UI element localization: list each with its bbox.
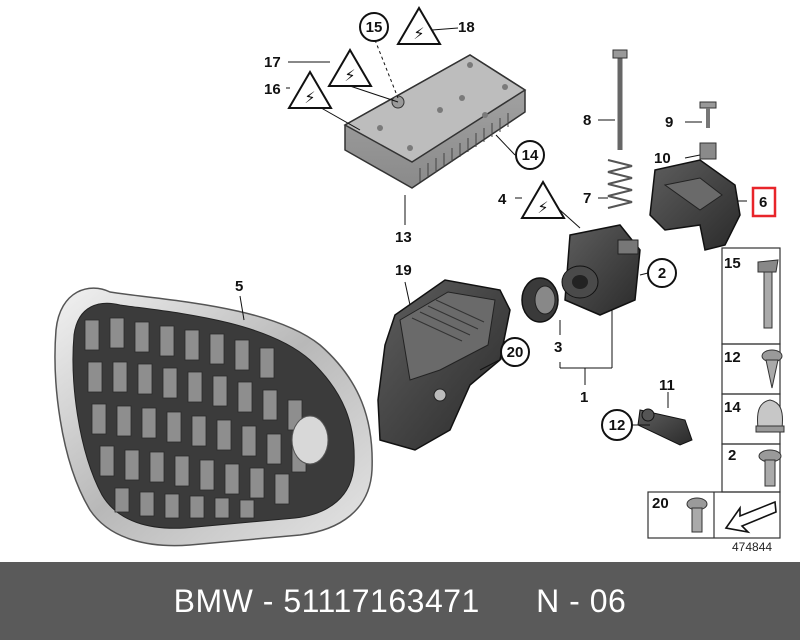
warning-triangle-16: ⚡ — [287, 70, 333, 109]
fastener-legend — [647, 247, 781, 539]
callout-5: 5 — [235, 278, 243, 295]
warning-triangle-18: ⚡ — [396, 6, 442, 45]
circle-callout-2 — [647, 258, 677, 288]
clip-10 — [699, 142, 717, 160]
callout-3: 3 — [554, 339, 562, 356]
callout-19: 19 — [395, 262, 412, 279]
callout-18: 18 — [458, 19, 475, 36]
camera-module — [561, 224, 641, 316]
bracket — [649, 159, 741, 251]
circle-callout-20 — [500, 337, 530, 367]
spring — [607, 159, 633, 209]
callout-14: 14 — [522, 147, 539, 164]
circle-callout-14 — [515, 140, 545, 170]
callout-4: 4 — [498, 191, 507, 208]
callout-17: 17 — [264, 54, 281, 71]
legend-2: 2 — [728, 447, 736, 464]
callout-9: 9 — [665, 114, 673, 131]
callout-20: 20 — [507, 344, 524, 361]
nut-14-drawing — [755, 399, 785, 433]
callout-6: 6 — [759, 194, 767, 211]
svg-text:⚡: ⚡ — [413, 24, 424, 43]
callout-10: 10 — [654, 150, 671, 167]
callout-7: 7 — [583, 190, 591, 207]
legend-12: 12 — [724, 349, 741, 366]
callout-12: 12 — [609, 417, 626, 434]
highlight-box — [751, 186, 777, 218]
parts-diagram: ⚡ ⚡ ⚡ ⚡ 15 18 17 16 14 13 19 20 5 4 8 7 … — [54, 6, 785, 547]
footer-bar: BMW - 51117163471 N - 06 — [0, 562, 800, 640]
screw-2-drawing — [758, 449, 782, 487]
warning-triangle-17: ⚡ — [327, 48, 373, 87]
screw-12-drawing — [761, 349, 783, 389]
callout-2: 2 — [658, 265, 666, 282]
kidney-grille — [54, 287, 373, 547]
warning-triangle-4: ⚡ — [520, 180, 566, 219]
svg-text:⚡: ⚡ — [344, 66, 355, 85]
legend-14: 14 — [724, 399, 741, 416]
bolt — [612, 49, 628, 150]
callout-1: 1 — [580, 389, 588, 406]
callout-15: 15 — [366, 19, 383, 36]
plug — [637, 408, 693, 446]
screw-9 — [699, 101, 717, 128]
leader-lines — [239, 27, 747, 426]
direction-arrow-icon — [724, 500, 777, 534]
legend-15: 15 — [724, 255, 741, 272]
legend-20: 20 — [652, 495, 669, 512]
svg-text:⚡: ⚡ — [304, 88, 315, 107]
bolt-15-drawing — [757, 259, 779, 329]
part-number-label: BMW - 51117163471 N - 06 — [173, 582, 627, 619]
reference-number: 474844 — [732, 540, 773, 554]
screw-20-drawing — [686, 497, 708, 533]
camera-housing — [377, 279, 511, 451]
callout-16: 16 — [264, 81, 281, 98]
callout-11: 11 — [659, 377, 675, 394]
circle-callout-12 — [601, 409, 633, 441]
callout-13: 13 — [395, 229, 412, 246]
svg-text:⚡: ⚡ — [537, 198, 548, 217]
control-unit — [343, 54, 527, 189]
circle-callout-15 — [359, 12, 389, 42]
callout-8: 8 — [583, 112, 591, 129]
lens-ring — [521, 277, 559, 323]
